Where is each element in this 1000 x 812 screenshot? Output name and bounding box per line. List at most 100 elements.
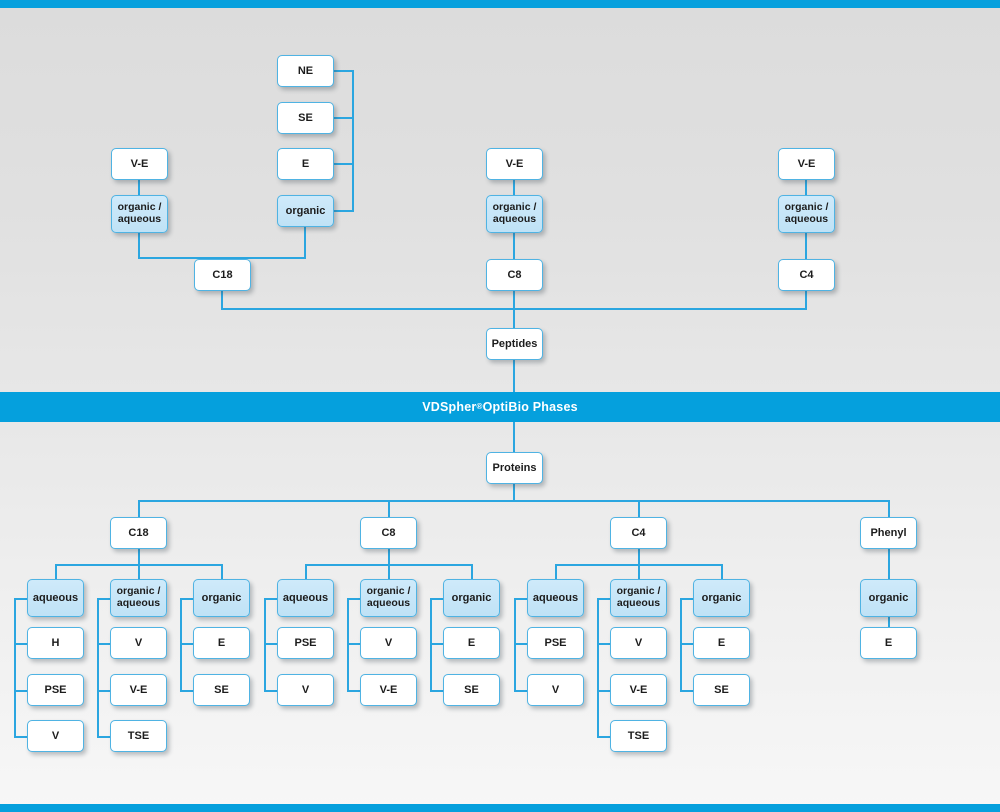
node-peptides-c8-oa-ve[interactable]: V-E	[486, 148, 543, 180]
group-label-line2: aqueous	[116, 597, 161, 609]
node-proteins-c18-oa-item[interactable]: V-E	[110, 674, 167, 706]
connector-c18-to-bus	[221, 291, 223, 309]
connector-c8-oa-item0	[347, 643, 361, 645]
node-proteins-c18-aqueous-item[interactable]: PSE	[27, 674, 84, 706]
node-proteins-c4-oa-item[interactable]: TSE	[610, 720, 667, 752]
connector-c4-aqueous-item1	[514, 690, 528, 692]
node-proteins-c18-group-aqueous[interactable]: aqueous	[27, 579, 84, 617]
node-proteins-c18-oa-item[interactable]: V	[110, 627, 167, 659]
node-proteins-c4-oa-item[interactable]: V-E	[610, 674, 667, 706]
node-proteins-c4-oa-item[interactable]: V	[610, 627, 667, 659]
node-proteins-c8-oa-item[interactable]: V	[360, 627, 417, 659]
connector-c4-ve-to-oa	[805, 180, 807, 195]
connector-c18-organic-head	[180, 598, 194, 600]
group-label-line2: aqueous	[366, 597, 411, 609]
connector-c8-aqueous-head	[264, 598, 278, 600]
connector-banner-to-proteins	[513, 420, 515, 452]
node-peptides-c18-organic-se[interactable]: SE	[277, 102, 334, 134]
connector-se-stub	[334, 117, 354, 119]
node-peptides-c18-mode-organic[interactable]: organic	[277, 195, 334, 227]
node-peptides-column-c18[interactable]: C18	[194, 259, 251, 291]
connector-c4-to-organic	[721, 564, 723, 580]
connector-c18-organic-item0	[180, 643, 194, 645]
node-peptides-c18-organic-e[interactable]: E	[277, 148, 334, 180]
connector-c8-organic-head	[430, 598, 444, 600]
node-proteins-c18-organic-item[interactable]: E	[193, 627, 250, 659]
node-proteins-c18-aqueous-item[interactable]: H	[27, 627, 84, 659]
connector-ne-stub	[334, 70, 354, 72]
node-proteins-c18-group-organic-aqueous[interactable]: organic / aqueous	[110, 579, 167, 617]
node-peptides-column-c8[interactable]: C8	[486, 259, 543, 291]
node-peptides-c4-oa-ve[interactable]: V-E	[778, 148, 835, 180]
connector-c4-oa-rail	[597, 598, 599, 738]
connector-c4-oa-item0	[597, 643, 611, 645]
connector-c4-organic-item1	[680, 690, 694, 692]
node-proteins-c8-organic-item[interactable]: SE	[443, 674, 500, 706]
node-proteins-phenyl-organic-item[interactable]: E	[860, 627, 917, 659]
node-proteins-column-c18[interactable]: C18	[110, 517, 167, 549]
connector-e-stub	[334, 163, 354, 165]
connector-c4-organic-item0	[680, 643, 694, 645]
node-proteins-c18-aqueous-item[interactable]: V	[27, 720, 84, 752]
top-accent-bar	[0, 0, 1000, 8]
node-proteins-column-c4[interactable]: C4	[610, 517, 667, 549]
node-peptides-c18-mode-organic-aqueous[interactable]: organic / aqueous	[111, 195, 168, 233]
node-peptides-c8-mode-organic-aqueous[interactable]: organic / aqueous	[486, 195, 543, 233]
node-proteins-c18-oa-item[interactable]: TSE	[110, 720, 167, 752]
connector-c4-to-bus	[805, 291, 807, 309]
node-proteins-c18-organic-item[interactable]: SE	[193, 674, 250, 706]
node-proteins-c4-aqueous-item[interactable]: V	[527, 674, 584, 706]
connector-c18-oa-rail	[97, 598, 99, 738]
connector-c18-aqueous-item2	[14, 736, 28, 738]
node-proteins-c8-aqueous-item[interactable]: PSE	[277, 627, 334, 659]
connector-c4-split-drop	[638, 549, 640, 565]
node-proteins-c18-group-organic[interactable]: organic	[193, 579, 250, 617]
node-proteins-column-phenyl[interactable]: Phenyl	[860, 517, 917, 549]
node-proteins-c4-organic-item[interactable]: E	[693, 627, 750, 659]
connector-c18-ve-to-oa	[138, 180, 140, 195]
connector-organic-stub	[334, 210, 354, 212]
node-peptides-c4-mode-organic-aqueous[interactable]: organic / aqueous	[778, 195, 835, 233]
connector-c18-organic-item1	[180, 690, 194, 692]
connector-c18-aqueous-item0	[14, 643, 28, 645]
node-peptides-c18-organic-ne[interactable]: NE	[277, 55, 334, 87]
node-proteins-c4-group-organic[interactable]: organic	[693, 579, 750, 617]
connector-c8-oa-item1	[347, 690, 361, 692]
node-proteins-c8-organic-item[interactable]: E	[443, 627, 500, 659]
node-peptides-root[interactable]: Peptides	[486, 328, 543, 360]
connector-c4-organic-head	[680, 598, 694, 600]
node-peptides-c18-oa-ve[interactable]: V-E	[111, 148, 168, 180]
node-proteins-c8-group-organic[interactable]: organic	[443, 579, 500, 617]
node-proteins-c4-aqueous-item[interactable]: PSE	[527, 627, 584, 659]
node-proteins-column-c8[interactable]: C8	[360, 517, 417, 549]
connector-c18-to-aqueous	[55, 564, 57, 580]
node-proteins-root[interactable]: Proteins	[486, 452, 543, 484]
connector-proteins-down	[513, 484, 515, 501]
connector-c4-to-organic-aqueous	[638, 564, 640, 580]
connector-phenyl-to-organic	[888, 549, 890, 579]
connector-c8-aqueous-item0	[264, 643, 278, 645]
connector-c8-organic-item0	[430, 643, 444, 645]
node-proteins-c4-organic-item[interactable]: SE	[693, 674, 750, 706]
connector-c8-organic-item1	[430, 690, 444, 692]
connector-c18-oa-head	[97, 598, 111, 600]
node-proteins-c8-aqueous-item[interactable]: V	[277, 674, 334, 706]
node-proteins-c8-group-organic-aqueous[interactable]: organic / aqueous	[360, 579, 417, 617]
node-proteins-c8-group-aqueous[interactable]: aqueous	[277, 579, 334, 617]
node-proteins-phenyl-group-organic[interactable]: organic	[860, 579, 917, 617]
node-proteins-c4-group-aqueous[interactable]: aqueous	[527, 579, 584, 617]
group-label-line1: organic /	[116, 585, 161, 598]
node-peptides-column-c4[interactable]: C4	[778, 259, 835, 291]
connector-c8-to-bus	[513, 291, 515, 309]
bottom-accent-bar	[0, 804, 1000, 812]
node-proteins-c8-oa-item[interactable]: V-E	[360, 674, 417, 706]
mode-label-line2: aqueous	[784, 213, 829, 225]
connector-bus-to-c4	[638, 500, 640, 518]
connector-c4-oa-head	[597, 598, 611, 600]
connector-c18-merge-drop	[221, 257, 223, 260]
node-proteins-c4-group-organic-aqueous[interactable]: organic / aqueous	[610, 579, 667, 617]
section-banner: VDSpher® OptiBio Phases	[0, 392, 1000, 422]
banner-brand: VDSpher	[422, 400, 477, 414]
connector-c8-oa-down	[513, 233, 515, 259]
